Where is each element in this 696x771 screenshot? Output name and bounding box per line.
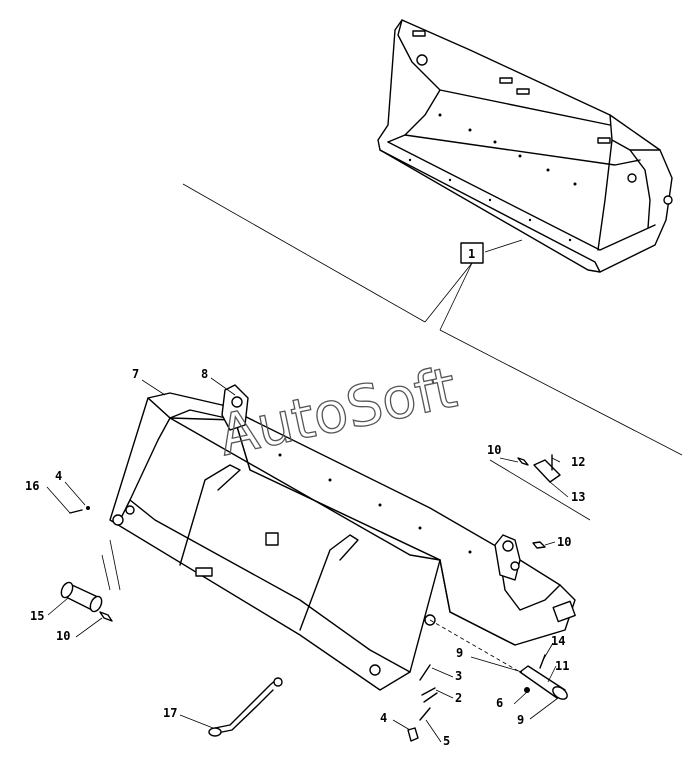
- callout-9: 9: [456, 646, 463, 660]
- item-11-pin: [519, 654, 568, 700]
- rear-tab: [552, 600, 576, 623]
- callout-4: 4: [380, 711, 387, 725]
- watermark-text: AutoSoft: [213, 355, 462, 469]
- callout-5: 5: [443, 734, 450, 748]
- hook-plate: [195, 567, 213, 577]
- item-10-fitting-right: [532, 541, 546, 549]
- leader-lines-1: [182, 183, 683, 456]
- callout-9: 9: [517, 713, 524, 727]
- center-plate: [265, 532, 279, 546]
- item-10-fitting-left: [99, 611, 113, 622]
- callout-13: 13: [571, 490, 585, 504]
- assembled-bucket: [377, 19, 673, 273]
- callout-14: 14: [551, 634, 565, 648]
- callout-leaders: [46, 377, 591, 743]
- callout-7: 7: [132, 367, 139, 381]
- callout-10: 10: [487, 443, 501, 457]
- callout-17: 17: [163, 706, 177, 720]
- callout-10: 10: [56, 629, 70, 643]
- exploded-bucket: [101, 384, 576, 691]
- callout-1: 1: [460, 242, 484, 264]
- callout-8: 8: [201, 367, 208, 381]
- callout-15: 15: [30, 609, 44, 623]
- callout-12: 12: [571, 455, 585, 469]
- item-17-hose: [208, 677, 283, 737]
- item-13-pin: [517, 454, 561, 483]
- svg-text:1: 1: [468, 247, 475, 261]
- bucket-tab: [412, 30, 426, 37]
- callout-16: 16: [25, 479, 39, 493]
- callout-2: 2: [455, 691, 462, 705]
- bucket-tab: [499, 77, 513, 84]
- callout-10: 10: [557, 535, 571, 549]
- callout-11: 11: [555, 659, 569, 673]
- callout-4: 4: [55, 469, 62, 483]
- bucket-tab: [516, 88, 530, 95]
- callout-3: 3: [455, 669, 462, 683]
- callout-6: 6: [496, 696, 503, 710]
- item-15-cylinder: [60, 581, 103, 613]
- items-2-3-5-fasteners: [407, 664, 438, 742]
- item-16-bolt: [69, 506, 90, 514]
- bucket-tab: [597, 137, 611, 144]
